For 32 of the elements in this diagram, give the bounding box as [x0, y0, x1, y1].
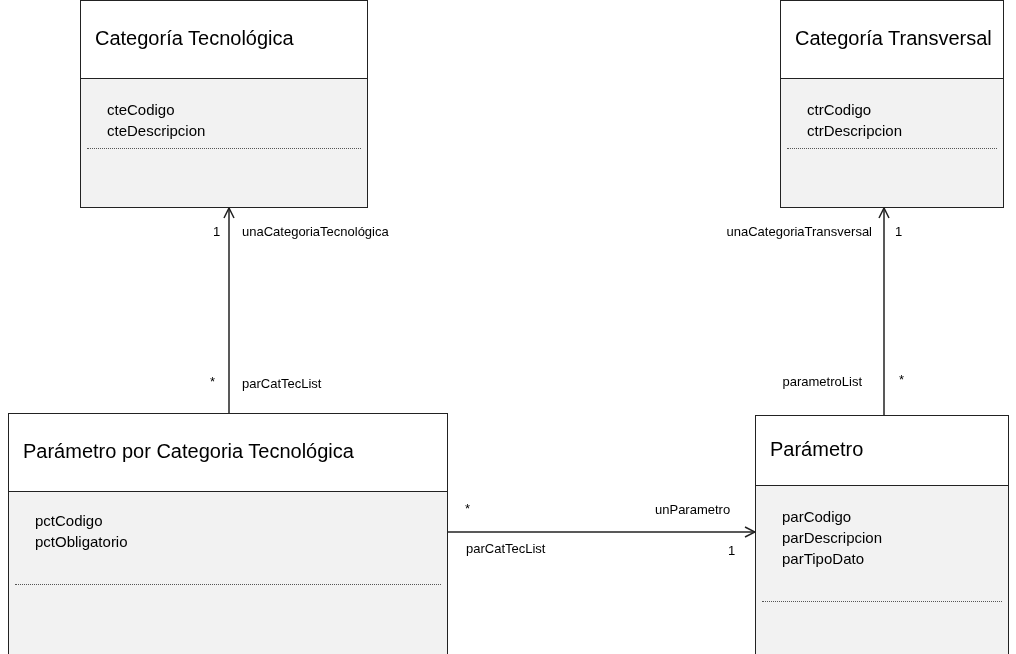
role-name-label: unaCategoriaTransversal: [726, 224, 872, 239]
association-arrow: [223, 207, 235, 414]
multiplicity-label: 1: [213, 224, 221, 239]
class-name: Parámetro: [770, 438, 864, 461]
attribute-text: cteCodigo: [107, 101, 175, 118]
role-name-label: parCatTecList: [466, 541, 546, 556]
class-box: [80, 0, 368, 208]
multiplicity-label: *: [899, 372, 905, 387]
class-name: Categoría Tecnológica: [95, 27, 294, 50]
class-box: [780, 0, 1004, 208]
attribute-text: parTipoDato: [782, 550, 864, 567]
class-name: Parámetro por Categoria Tecnológica: [23, 440, 354, 463]
role-name-label: unaCategoriaTecnológica: [242, 224, 389, 239]
multiplicity-label: *: [465, 501, 471, 516]
attribute-text: ctrDescripcion: [807, 122, 903, 139]
attribute-text: pctCodigo: [35, 512, 103, 529]
attribute-text: parDescripcion: [782, 529, 883, 546]
class-box: [8, 413, 448, 654]
association-arrow: [878, 207, 890, 416]
multiplicity-label: *: [210, 374, 216, 389]
attribute-text: parCodigo: [782, 508, 852, 525]
attribute-text: ctrCodigo: [807, 101, 872, 118]
class-box: [755, 415, 1009, 654]
multiplicity-label: 1: [728, 543, 736, 558]
multiplicity-label: 1: [895, 224, 903, 239]
attribute-text: pctObligatorio: [35, 533, 128, 550]
association-arrow: [447, 526, 756, 538]
class-name: Categoría Transversal: [795, 27, 992, 50]
role-name-label: parCatTecList: [242, 376, 322, 391]
role-name-label: parametroList: [782, 374, 862, 389]
role-name-label: unParametro: [655, 502, 731, 517]
attribute-text: cteDescripcion: [107, 122, 206, 139]
